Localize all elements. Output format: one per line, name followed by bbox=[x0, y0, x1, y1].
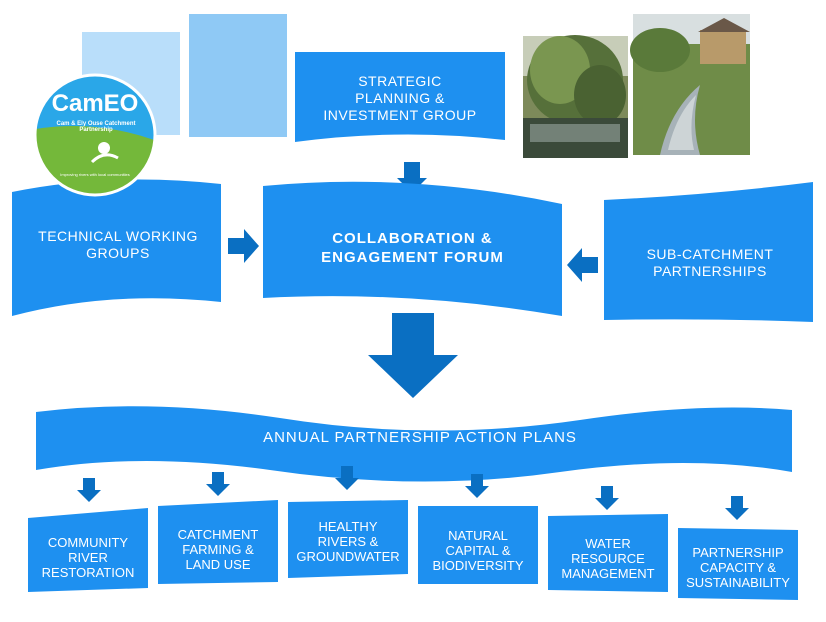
photo-willow-river bbox=[523, 35, 628, 158]
logo-arc-text: Cam & Ely Ouse Catchment Partnership bbox=[56, 121, 136, 133]
theme-box-3 bbox=[288, 500, 408, 578]
photo-stream-village bbox=[630, 14, 750, 155]
logo-tagline: Improving rivers with local communities bbox=[60, 172, 130, 177]
theme-box-5 bbox=[548, 514, 668, 592]
subcatchment-label: SUB-CATCHMENT PARTNERSHIPS bbox=[646, 246, 774, 279]
banner-shape bbox=[36, 406, 792, 482]
decorative-square-right bbox=[189, 14, 287, 137]
theme-box-4 bbox=[418, 506, 538, 584]
small-arrow-2 bbox=[206, 472, 230, 496]
arrow-technical-to-forum bbox=[228, 229, 259, 263]
theme-label-2: CATCHMENT FARMING & LAND USE bbox=[177, 526, 259, 572]
technical-working-groups-label: TECHNICAL WORKING GROUPS bbox=[38, 228, 198, 261]
theme-box-2 bbox=[158, 500, 278, 584]
forum-label: COLLABORATION & ENGAGEMENT FORUM bbox=[321, 230, 504, 266]
banner-title: ANNUAL PARTNERSHIP ACTION PLANS bbox=[263, 428, 577, 446]
arrow-subcatchment-to-forum bbox=[567, 248, 598, 282]
theme-label-4: NATURAL CAPITAL & BIODIVERSITY bbox=[432, 527, 524, 573]
logo-name: CamEO bbox=[51, 90, 139, 117]
technical-box bbox=[12, 179, 221, 316]
small-arrow-3 bbox=[335, 466, 359, 490]
strategic-box bbox=[295, 52, 505, 142]
theme-label-6: PARTNERSHIP CAPACITY & SUSTAINABILITY bbox=[686, 544, 790, 590]
theme-label-5: WATER RESOURCE MANAGEMENT bbox=[561, 535, 655, 581]
small-arrow-6 bbox=[725, 496, 749, 520]
theme-label-3: HEALTHY RIVERS & GROUNDWATER bbox=[296, 518, 400, 564]
small-arrow-1 bbox=[77, 478, 101, 502]
forum-box bbox=[263, 181, 562, 316]
small-arrow-4 bbox=[465, 474, 489, 498]
big-down-arrow bbox=[368, 313, 458, 398]
subcatchment-box bbox=[604, 182, 813, 322]
small-arrow-5 bbox=[595, 486, 619, 510]
strategic-planning-label: STRATEGIC PLANNING & INVESTMENT GROUP bbox=[323, 72, 477, 123]
theme-label-1: COMMUNITY RIVER RESTORATION bbox=[41, 534, 135, 580]
theme-box-1 bbox=[28, 508, 148, 592]
theme-box-6 bbox=[678, 528, 798, 600]
